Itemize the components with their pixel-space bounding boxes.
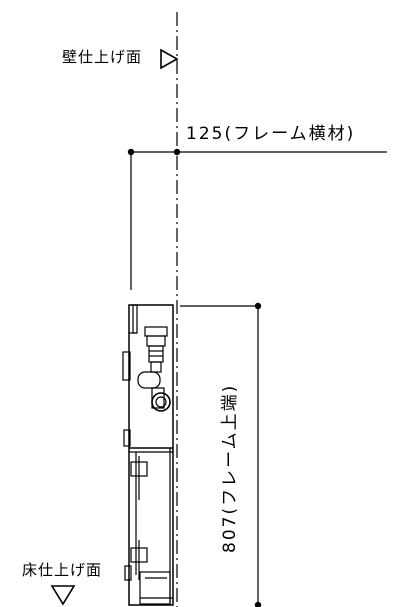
vertical-dimension-label: 807(フレーム上端) xyxy=(220,383,240,553)
wall-finish-label: 壁仕上げ面 xyxy=(62,48,143,66)
vertical-dimension-dot-bottom xyxy=(254,601,262,607)
fixture-frame xyxy=(122,304,174,606)
horizontal-dimension-dot-right xyxy=(173,148,181,156)
floor-finish-marker xyxy=(50,585,76,606)
floor-finish-label: 床仕上げ面 xyxy=(22,561,103,579)
faucet-assembly xyxy=(137,326,171,412)
wall-finish-marker xyxy=(160,48,179,70)
horizontal-dimension-label: 125(フレーム横材) xyxy=(186,124,356,144)
vertical-dimension-dot-top xyxy=(254,302,262,310)
